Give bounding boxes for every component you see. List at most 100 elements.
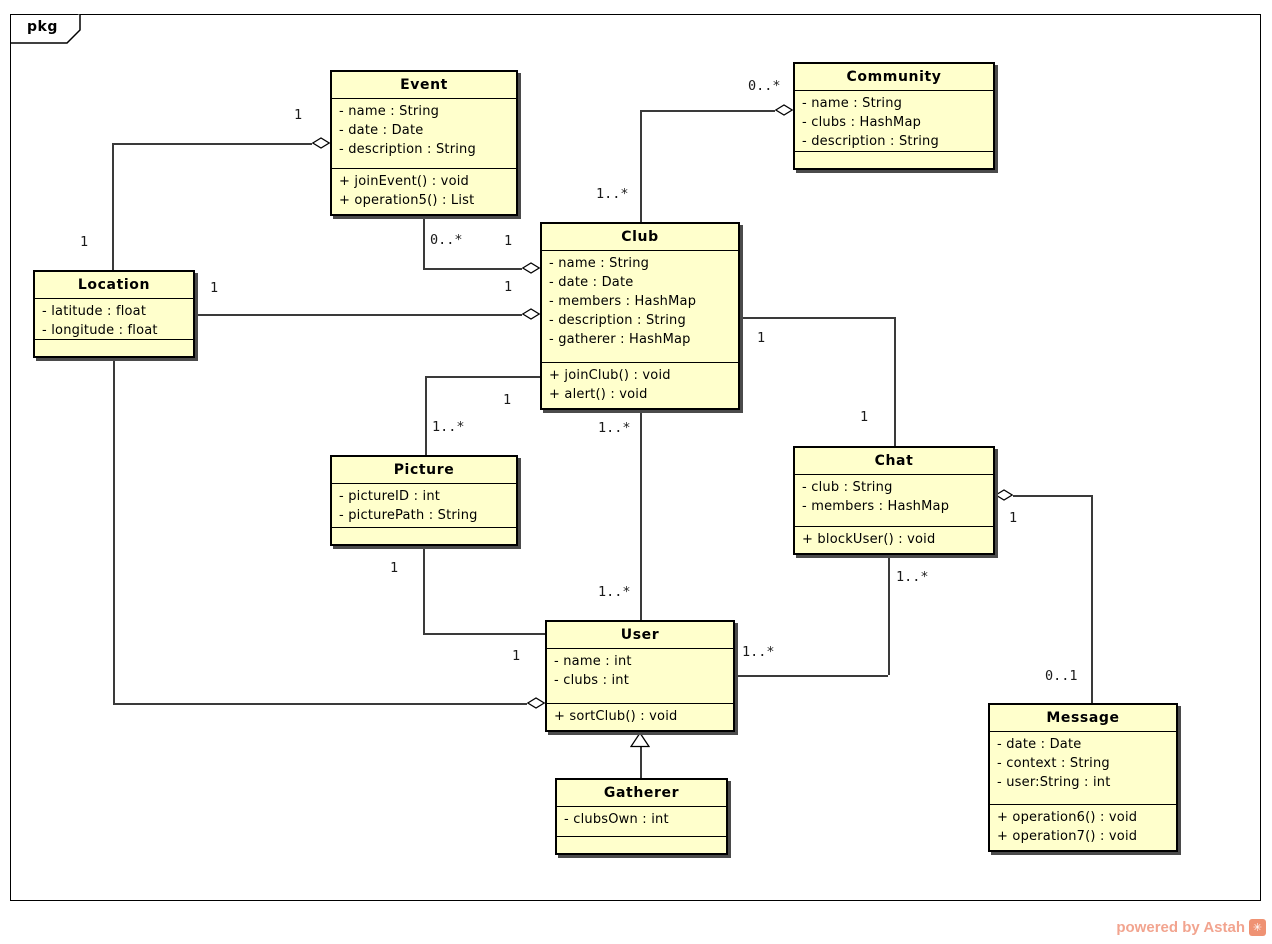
class-picture[interactable]: Picture - pictureID : int - picturePath … [330, 455, 518, 546]
multiplicity-club-end: 1 [504, 279, 513, 295]
assoc-picture-user-segment [423, 546, 425, 633]
attribute: - name : String [802, 96, 903, 111]
generalization-arrow-icon [630, 732, 650, 748]
assoc-picture-club-segment [425, 376, 540, 378]
attribute: - context : String [997, 756, 1110, 771]
multiplicity-picture-end: 1 [390, 560, 399, 576]
assoc-location-event-segment [112, 143, 312, 145]
attributes-compartment: - name : int - clubs : int [547, 648, 733, 703]
assoc-club-chat-segment [740, 317, 895, 319]
assoc-location-event-segment [112, 143, 114, 270]
attribute: - club : String [802, 480, 893, 495]
attributes-compartment: - latitude : float - longitude : float [35, 298, 193, 339]
attribute: - clubsOwn : int [564, 812, 669, 827]
attributes-compartment: - clubsOwn : int [557, 806, 726, 836]
multiplicity-user-end: 1..* [598, 584, 631, 600]
class-club[interactable]: Club - name : String - date : Date - mem… [540, 222, 740, 410]
operations-compartment [795, 151, 993, 168]
operation: + joinClub() : void [549, 368, 671, 383]
assoc-chat-user-segment [888, 555, 890, 675]
class-name: Community [846, 69, 942, 85]
multiplicity-event-end: 0..* [430, 232, 463, 248]
class-user[interactable]: User - name : int - clubs : int + sortCl… [545, 620, 735, 732]
assoc-event-club-segment [423, 268, 522, 270]
multiplicity-chat-end: 1 [1009, 510, 1018, 526]
multiplicity-community-end: 0..* [748, 78, 781, 94]
operation: + operation7() : void [997, 829, 1138, 844]
attribute: - name : String [339, 104, 440, 119]
assoc-location-user-segment [113, 703, 527, 705]
operation: + alert() : void [549, 387, 648, 402]
class-name: Gatherer [603, 785, 680, 801]
attribute: - name : String [549, 256, 650, 271]
class-location[interactable]: Location - latitude : float - longitude … [33, 270, 195, 358]
class-chat[interactable]: Chat - club : String - members : HashMap… [793, 446, 995, 555]
multiplicity-club-end: 1..* [596, 186, 629, 202]
operations-compartment: + joinClub() : void + alert() : void [542, 362, 738, 408]
class-name: Picture [393, 462, 455, 478]
multiplicity-event-end: 1 [294, 107, 303, 123]
class-message[interactable]: Message - date : Date - context : String… [988, 703, 1178, 852]
class-name: User [620, 627, 660, 643]
class-name: Event [400, 77, 448, 93]
multiplicity-chat-end: 1 [860, 409, 869, 425]
assoc-chat-message-segment [1091, 495, 1093, 703]
aggregation-diamond-icon [522, 308, 540, 320]
class-name: Location [77, 277, 151, 293]
attribute: - user:String : int [997, 775, 1111, 790]
generalization-gatherer-user-segment [640, 746, 642, 778]
assoc-event-club-segment [423, 216, 425, 268]
multiplicity-location-end: 1 [210, 280, 219, 296]
operation: + operation5() : List [339, 193, 475, 208]
diagram-frame [10, 14, 1261, 901]
assoc-chat-user-segment [735, 675, 888, 677]
aggregation-diamond-icon [775, 104, 793, 116]
multiplicity-user-end: 1..* [742, 644, 775, 660]
assoc-picture-club-segment [425, 376, 427, 455]
assoc-location-user-segment [113, 358, 115, 703]
assoc-club-chat-segment [894, 317, 896, 446]
multiplicity-picture-end: 1..* [432, 419, 465, 435]
attribute: - date : Date [549, 275, 634, 290]
attribute: - longitude : float [42, 323, 158, 338]
assoc-chat-message-segment [1013, 495, 1092, 497]
operation: + sortClub() : void [554, 709, 678, 724]
attributes-compartment: - name : String - date : Date - descript… [332, 98, 516, 168]
multiplicity-chat-end: 1..* [896, 569, 929, 585]
aggregation-diamond-icon [527, 697, 545, 709]
aggregation-diamond-icon [995, 489, 1013, 501]
package-tab [10, 14, 81, 44]
operations-compartment: + operation6() : void + operation7() : v… [990, 804, 1176, 850]
aggregation-diamond-icon [522, 262, 540, 274]
class-gatherer[interactable]: Gatherer - clubsOwn : int [555, 778, 728, 855]
operations-compartment: + joinEvent() : void + operation5() : Li… [332, 168, 516, 214]
operations-compartment: + sortClub() : void [547, 703, 733, 730]
attributes-compartment: - date : Date - context : String - user:… [990, 731, 1176, 804]
operation: + joinEvent() : void [339, 174, 469, 189]
package-tab-label: pkg [27, 19, 58, 35]
multiplicity-club-end: 1 [503, 392, 512, 408]
class-community[interactable]: Community - name : String - clubs : Hash… [793, 62, 995, 170]
attributes-compartment: - pictureID : int - picturePath : String [332, 483, 516, 527]
operations-compartment [557, 836, 726, 853]
class-event[interactable]: Event - name : String - date : Date - de… [330, 70, 518, 216]
assoc-club-community-segment [640, 110, 642, 222]
attribute: - picturePath : String [339, 508, 478, 523]
multiplicity-location-end: 1 [80, 234, 89, 250]
operation: + operation6() : void [997, 810, 1138, 825]
attribute: - description : String [802, 134, 939, 149]
class-name: Message [1046, 710, 1120, 726]
multiplicity-user-end: 1 [512, 648, 521, 664]
attribute: - pictureID : int [339, 489, 441, 504]
attribute: - gatherer : HashMap [549, 332, 691, 347]
attribute: - clubs : HashMap [802, 115, 922, 130]
attribute: - description : String [339, 142, 476, 157]
attribute: - latitude : float [42, 304, 147, 319]
astah-watermark[interactable]: powered by Astah ✳ [1116, 919, 1266, 936]
assoc-club-user-segment [640, 410, 642, 620]
attribute: - members : HashMap [549, 294, 697, 309]
multiplicity-club-end: 1 [757, 330, 766, 346]
attribute: - date : Date [997, 737, 1082, 752]
multiplicity-club-end: 1..* [598, 420, 631, 436]
